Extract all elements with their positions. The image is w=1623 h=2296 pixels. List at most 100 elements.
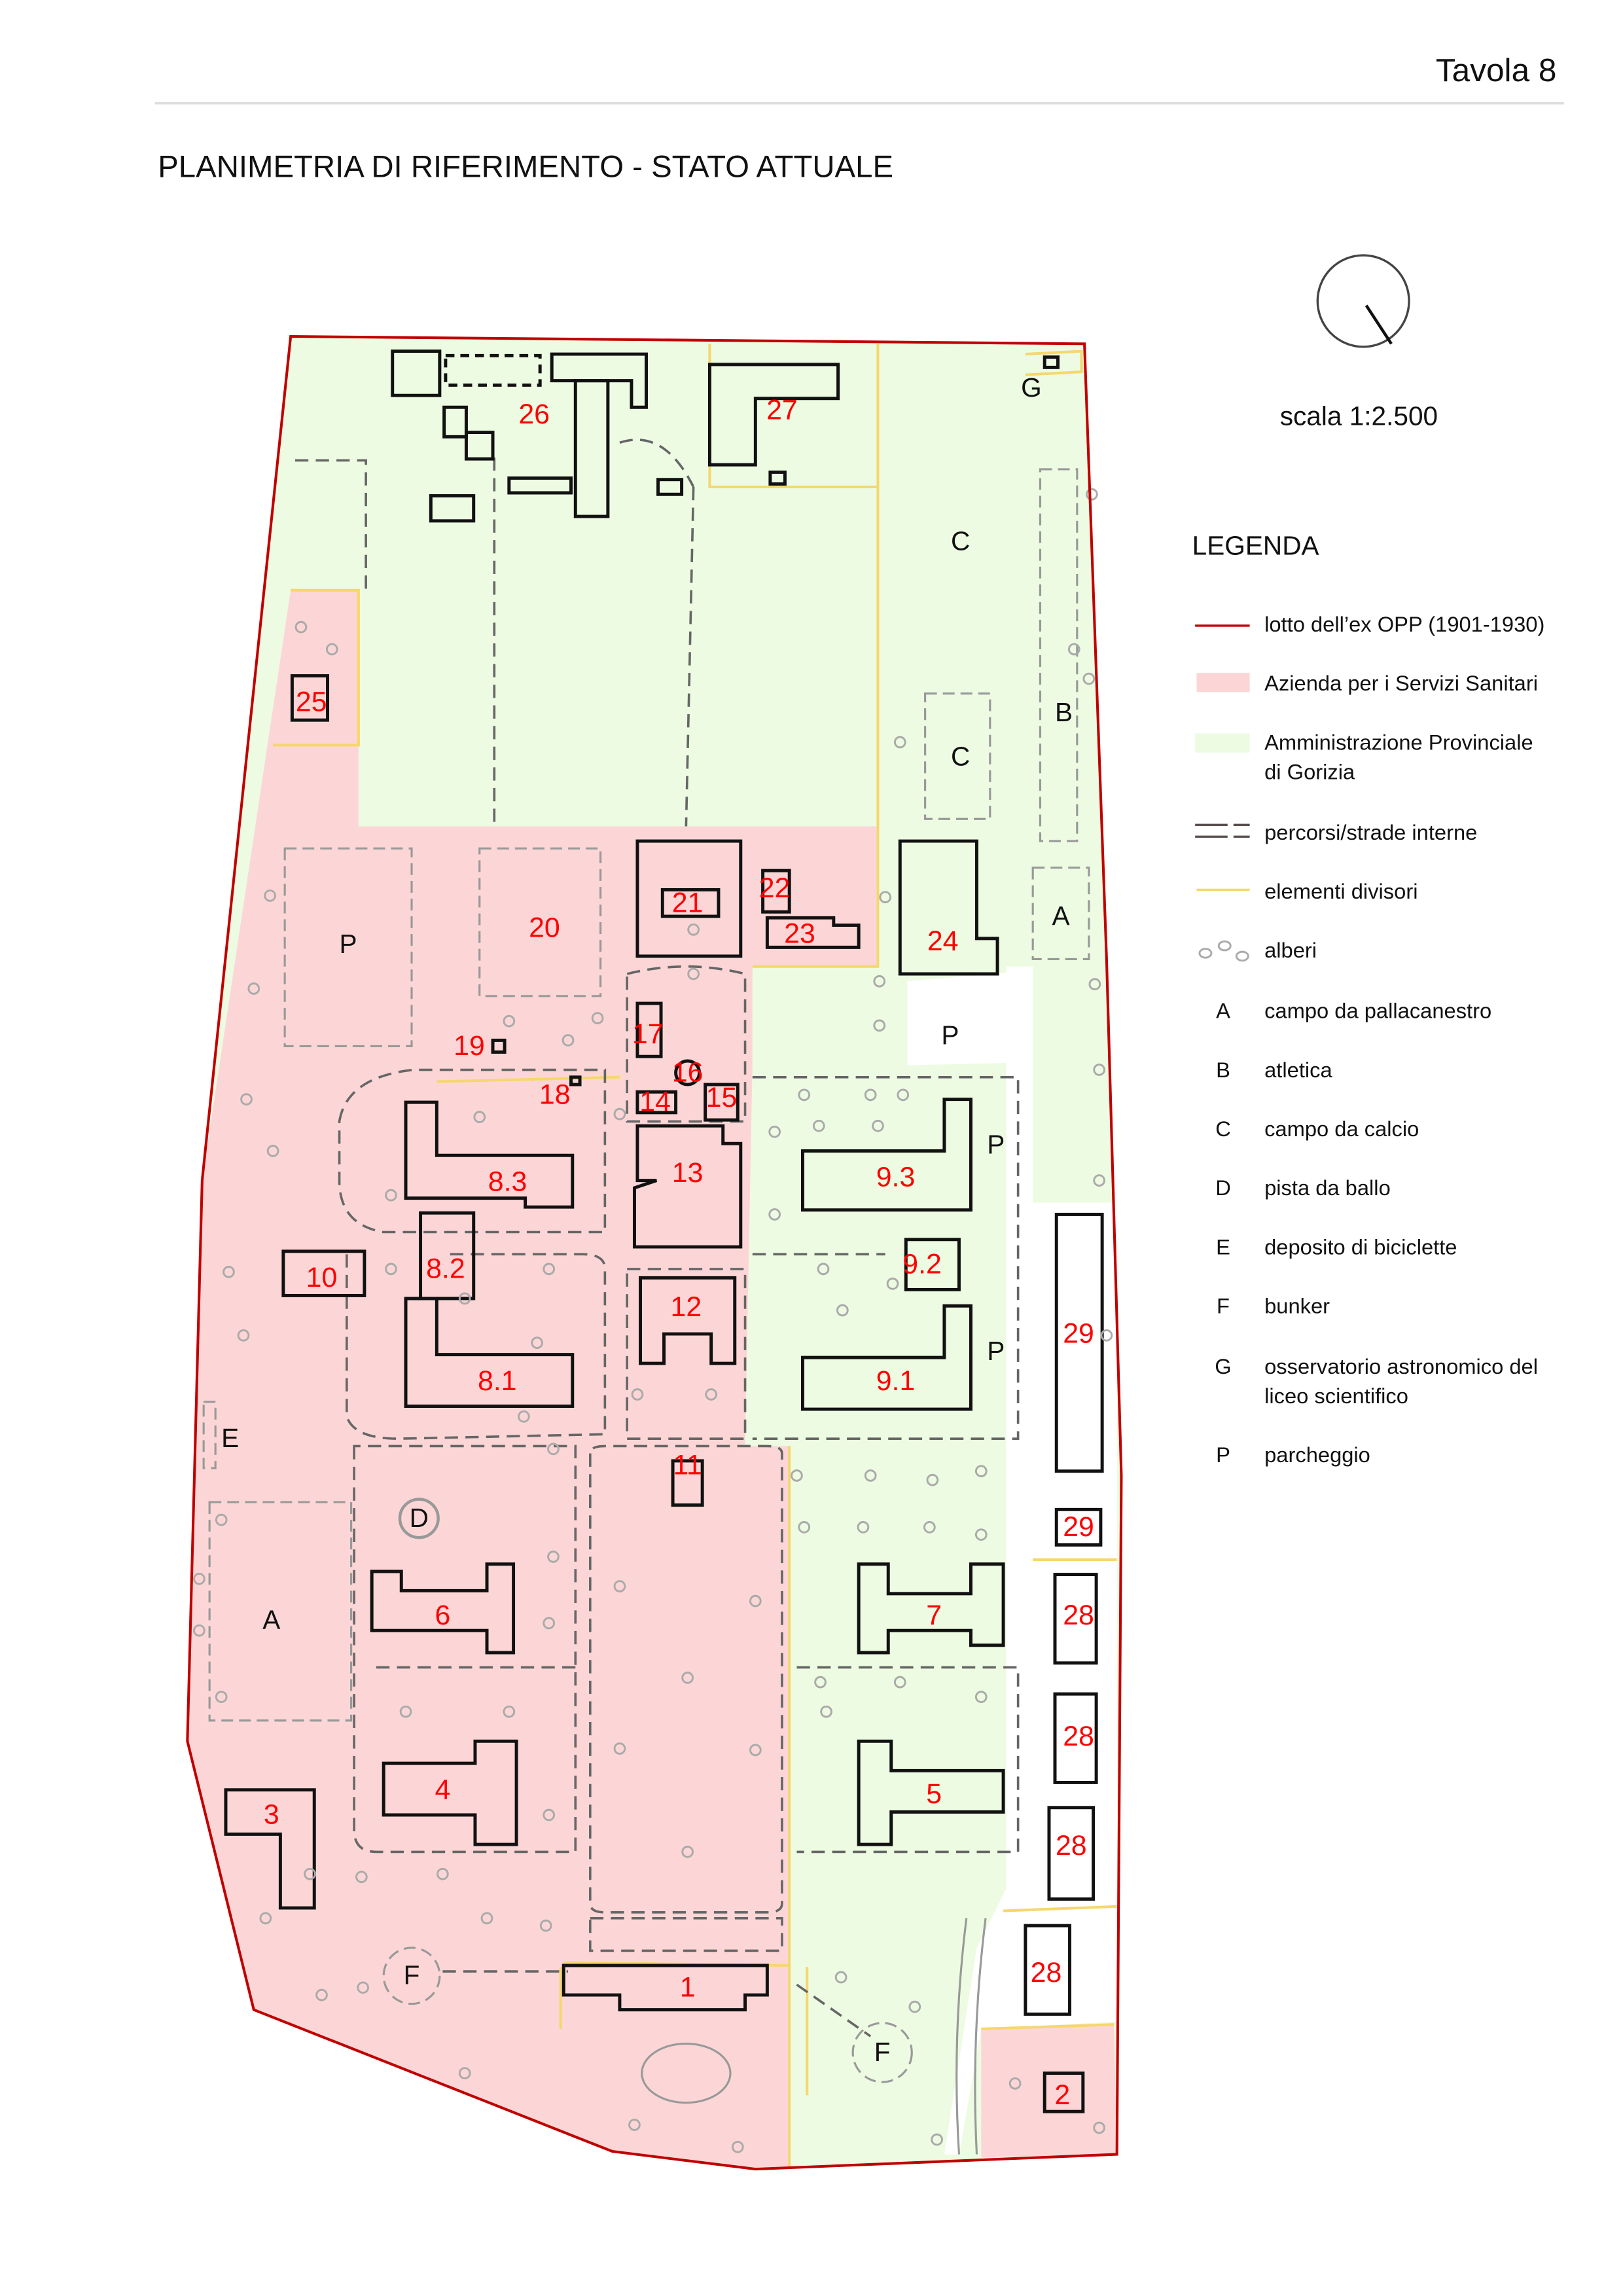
tree-icon [1082,672,1096,685]
building-label: 12 [671,1291,702,1323]
legend-code: D [1215,1175,1231,1200]
parking-area [907,971,1030,1066]
tree-icon [817,1263,830,1276]
tree-icon [879,891,892,904]
sheet-number: Tavola 8 [1436,52,1557,88]
area-label: P [987,1336,1005,1366]
area-label: F [404,1960,420,1990]
tree-icon [223,1266,235,1278]
legend-label: parcheggio [1264,1443,1370,1467]
tree-icon [798,1088,811,1102]
building-label: 2 [1054,2079,1070,2111]
tree-icon [893,736,906,749]
tree-icon [458,2067,471,2079]
tree-icon [543,1808,556,1821]
building-label: 5 [926,1778,942,1810]
tree-icon [259,1912,272,1925]
building-label: 9.2 [902,1249,942,1280]
tree-icon [873,1019,886,1032]
building-label: 4 [435,1774,450,1805]
building-label: 22 [759,872,791,904]
building-label: 11 [673,1449,702,1480]
area-label: P [987,1129,1005,1159]
area-label: E [221,1423,239,1453]
legend-code: F [1217,1294,1230,1318]
tree-icon [834,1971,847,1984]
building-label: 15 [706,1082,738,1113]
tree-icon [1100,1329,1113,1342]
legend-label: percorsi/strade interne [1264,820,1477,844]
tree-icon [814,1676,827,1689]
area-label: A [1052,901,1069,931]
building-label: 27 [766,394,798,425]
tree-icon [681,1846,694,1858]
tree-icon [768,1208,781,1221]
legend-label: campo da pallacanestro [1264,999,1491,1023]
building-label: 7 [926,1600,942,1631]
tree-icon [193,1572,205,1585]
tree-icon [731,2140,744,2153]
legend-code: E [1216,1234,1230,1259]
tree-icon [820,1705,832,1718]
tree-icon [215,1691,228,1704]
tree-icon [591,1012,604,1024]
tree-icon [926,1473,939,1486]
legend-title: LEGENDA [1192,531,1319,561]
tree-icon [923,1521,936,1534]
tree-icon [768,1125,781,1138]
tree-icon [974,1528,988,1541]
area-label: P [941,1020,959,1050]
building-labels: 26 27 25 20 21 22 23 24 19 18 17 16 14 1… [264,394,1094,2111]
tree-icon [562,1034,575,1047]
tree-icon [531,1336,544,1349]
tree-icon [974,1465,988,1478]
building-label: 8.3 [488,1166,527,1197]
building-label: 19 [454,1030,485,1062]
legend-label: pista da ballo [1264,1175,1391,1200]
tree-icon [1198,940,1249,962]
legend-province-swatch [1195,733,1250,753]
building-label: 29 [1063,1318,1094,1350]
tree-icon [518,1410,530,1423]
legend-label: alberi [1264,938,1317,962]
building-label: 28 [1063,1721,1094,1752]
parking-29 [1033,1202,1117,1564]
tree-icon [385,1263,397,1276]
legend-code: B [1216,1058,1230,1082]
tree-icon [503,1705,516,1718]
legend-label: osservatorio astronomico del [1264,1354,1538,1378]
tree-icon [355,1871,368,1884]
area-label: C [951,742,970,772]
north-arrow-icon [1316,254,1410,348]
tree-icon [893,1676,906,1689]
tree-icon [705,1388,718,1401]
tree-icon [1093,1064,1105,1076]
internal-roads [294,439,1020,2155]
asl-area-south [981,2024,1117,2158]
tree-icon [631,1388,644,1401]
tree-icon [503,1014,516,1028]
tree-icon [266,1145,279,1157]
tree-icon [749,1744,762,1757]
tree-icon [1093,1174,1105,1187]
legend-label: Azienda per i Servizi Sanitari [1264,671,1538,695]
tree-icon [613,1742,626,1755]
legend-code: A [1216,999,1230,1023]
tree-icon [613,1107,626,1121]
tree-icon [473,1111,486,1124]
building-label: 1 [680,1971,696,2003]
legend: LEGENDA lotto dell’ex OPP (1901-1930) Az… [1192,531,1545,1467]
tree-icon [681,1672,694,1684]
tree-icon [873,975,886,988]
trees [193,488,1113,2153]
building-label: 20 [529,912,560,944]
tree-icon [931,2133,943,2146]
building-label: 17 [632,1018,664,1050]
area-labels: G C C B P A P P P E D A F F [221,372,1073,2067]
tree-icon [385,1189,397,1202]
tree-icon [264,889,276,902]
tree-icon [357,1981,369,1994]
building-label: 26 [518,399,550,430]
legend-label: di Gorizia [1264,759,1355,783]
building-label: 14 [639,1086,671,1118]
